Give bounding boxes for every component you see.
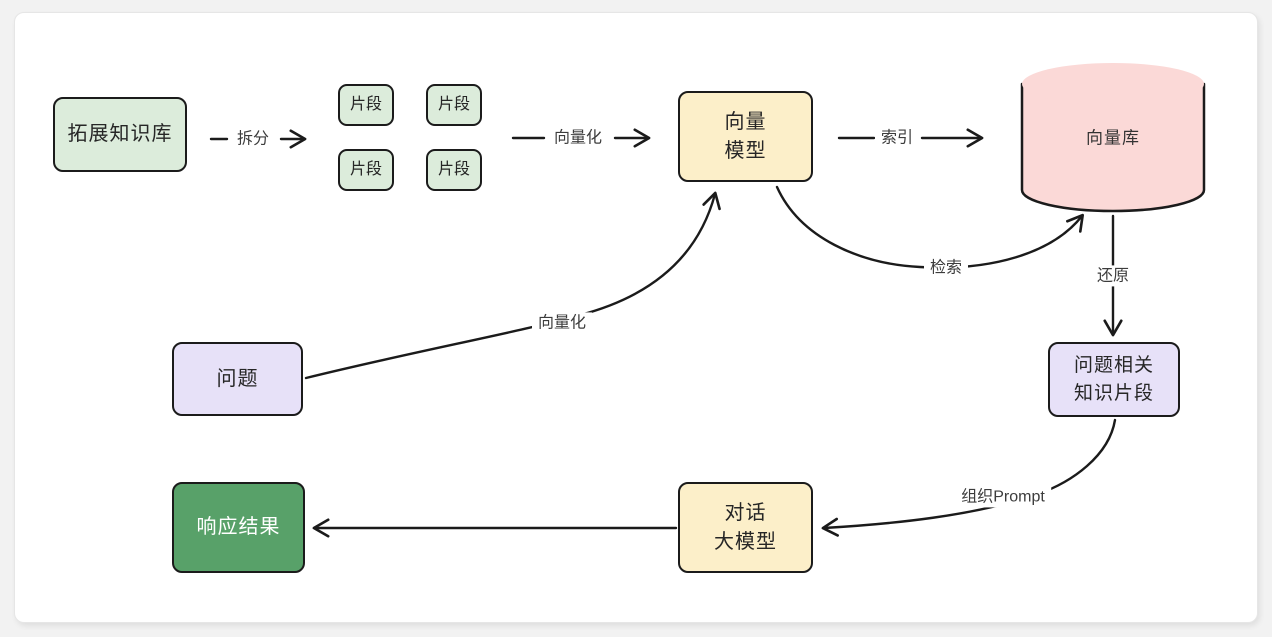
node-vector-model: 向量 模型 [678,91,813,182]
node-related-fragments: 问题相关 知识片段 [1048,342,1180,417]
cylinder-top [1022,63,1204,105]
edge-label-vectorize-docs: 向量化 [547,127,609,149]
edge-retrieve-curve [775,185,1085,269]
node-knowledge-base: 拓展知识库 [53,97,187,172]
edge-vectorize-question-curve [304,191,721,380]
node-fragment-3: 片段 [338,149,394,191]
edge-label-organize-prompt: 组织Prompt [955,486,1051,508]
edge-label-retrieve: 检索 [923,257,969,279]
edge-label-index: 索引 [874,127,920,149]
node-fragment-1: 片段 [338,84,394,126]
node-response: 响应结果 [172,482,305,573]
node-fragment-4: 片段 [426,149,482,191]
edge-organize-prompt-curve [821,418,1117,537]
edge-label-vectorize-question: 向量化 [531,312,593,334]
node-vector-store-label: 向量库 [1086,128,1140,148]
edge-label-restore: 还原 [1090,265,1136,287]
cylinder-body [1020,82,1206,213]
node-question: 问题 [172,342,303,416]
edge-label-split: 拆分 [230,128,276,150]
node-chat-model: 对话 大模型 [678,482,813,573]
node-fragment-2: 片段 [426,84,482,126]
